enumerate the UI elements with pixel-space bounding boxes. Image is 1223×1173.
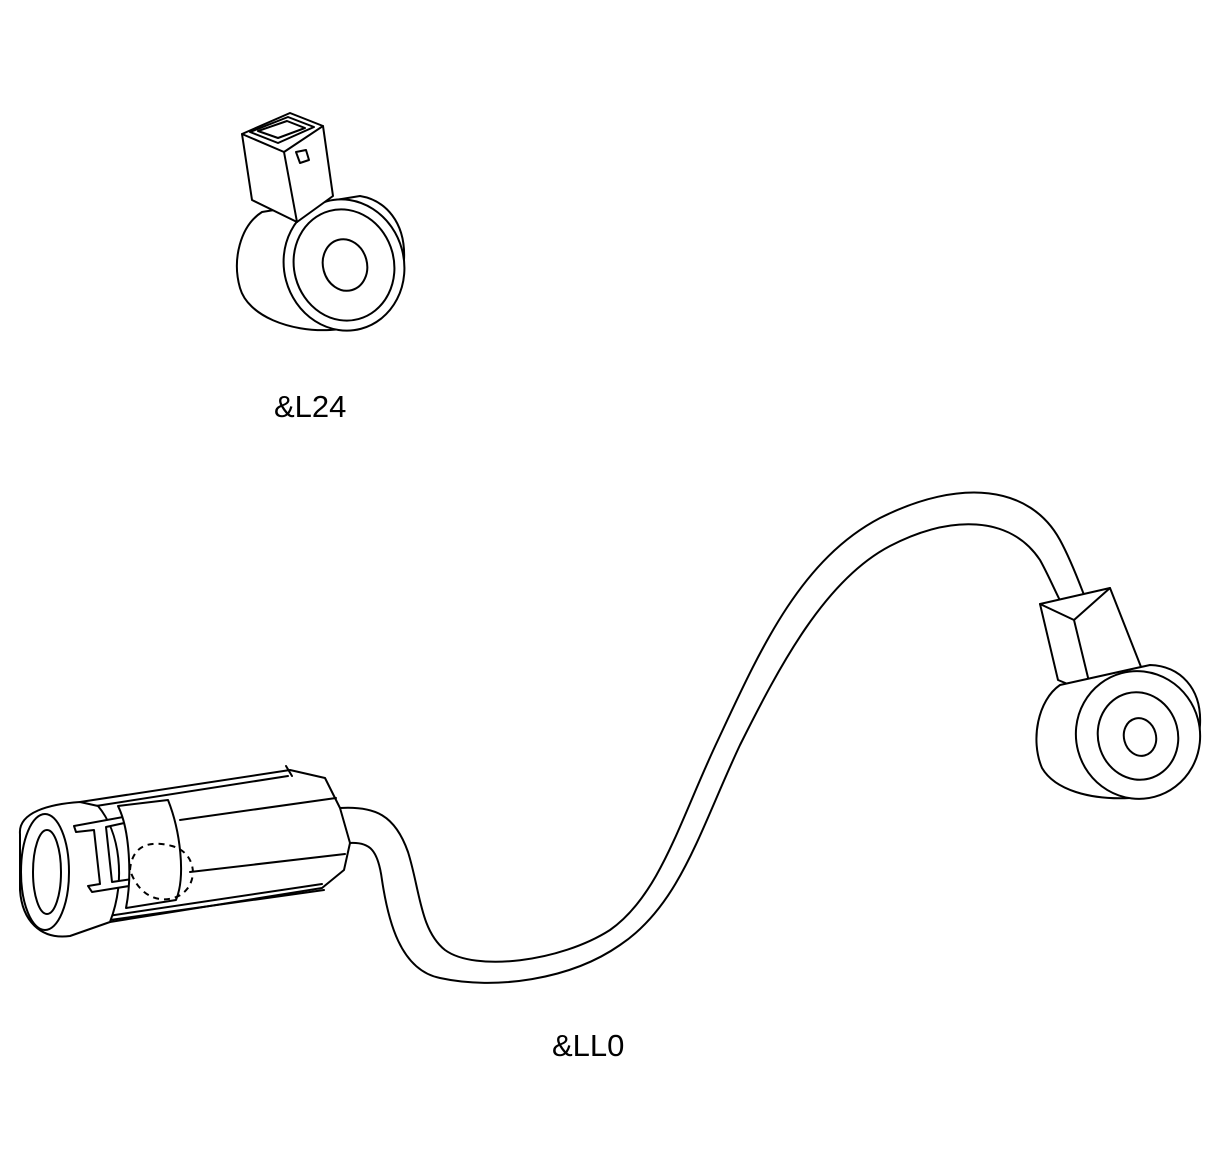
sensor-top-center-hole <box>321 238 369 292</box>
harness-sensor-center-hole <box>1122 717 1158 757</box>
component-label-bottom: &LL0 <box>552 1028 625 1063</box>
harness-plug <box>18 765 351 938</box>
harness-plug-bottom-ridge <box>107 883 325 921</box>
harness-plug-split-line <box>179 797 346 873</box>
component-label-top: &L24 <box>274 389 347 424</box>
sensor-top-connector-opening <box>249 116 315 144</box>
harness-wire-outer <box>339 491 1087 963</box>
sensor-top-connector-edge <box>241 125 324 223</box>
sensor-top-opening-inner <box>257 120 306 139</box>
harness-plug-hidden-latch <box>128 842 194 901</box>
harness-plug-ring <box>117 799 183 909</box>
knock-sensor-top <box>236 112 406 332</box>
sensor-top-latch <box>295 149 310 164</box>
harness-plug-face-inner <box>32 829 62 915</box>
knock-sensor-harness <box>18 491 1202 984</box>
harness-plug-top-ridge <box>95 765 293 807</box>
harness-wire-inner <box>349 523 1065 984</box>
